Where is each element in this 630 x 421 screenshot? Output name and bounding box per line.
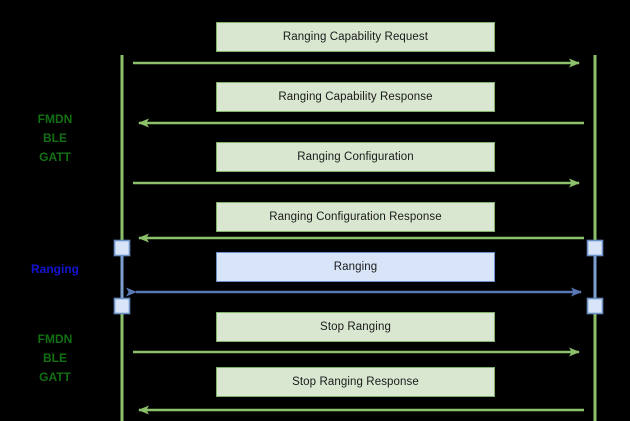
activation-marker-right-bottom — [586, 297, 604, 315]
message-box-ranging-capability-response: Ranging Capability Response — [216, 82, 495, 112]
message-box-stop-ranging-response: Stop Ranging Response — [216, 367, 495, 397]
phase-label-gatt-top: FMDN BLE GATT — [37, 112, 73, 164]
message-box-ranging: Ranging — [216, 252, 495, 282]
message-box-ranging-configuration: Ranging Configuration — [216, 142, 495, 172]
message-box-stop-ranging: Stop Ranging — [216, 312, 495, 342]
message-box-ranging-capability-request: Ranging Capability Request — [216, 22, 495, 52]
activation-marker-left-bottom — [113, 297, 131, 315]
activation-marker-left-top — [113, 239, 131, 257]
message-box-ranging-configuration-response: Ranging Configuration Response — [216, 202, 495, 232]
phase-label-ranging: Ranging — [31, 262, 79, 276]
activation-marker-right-top — [586, 239, 604, 257]
phase-label-gatt-bottom: FMDN BLE GATT — [37, 332, 73, 384]
